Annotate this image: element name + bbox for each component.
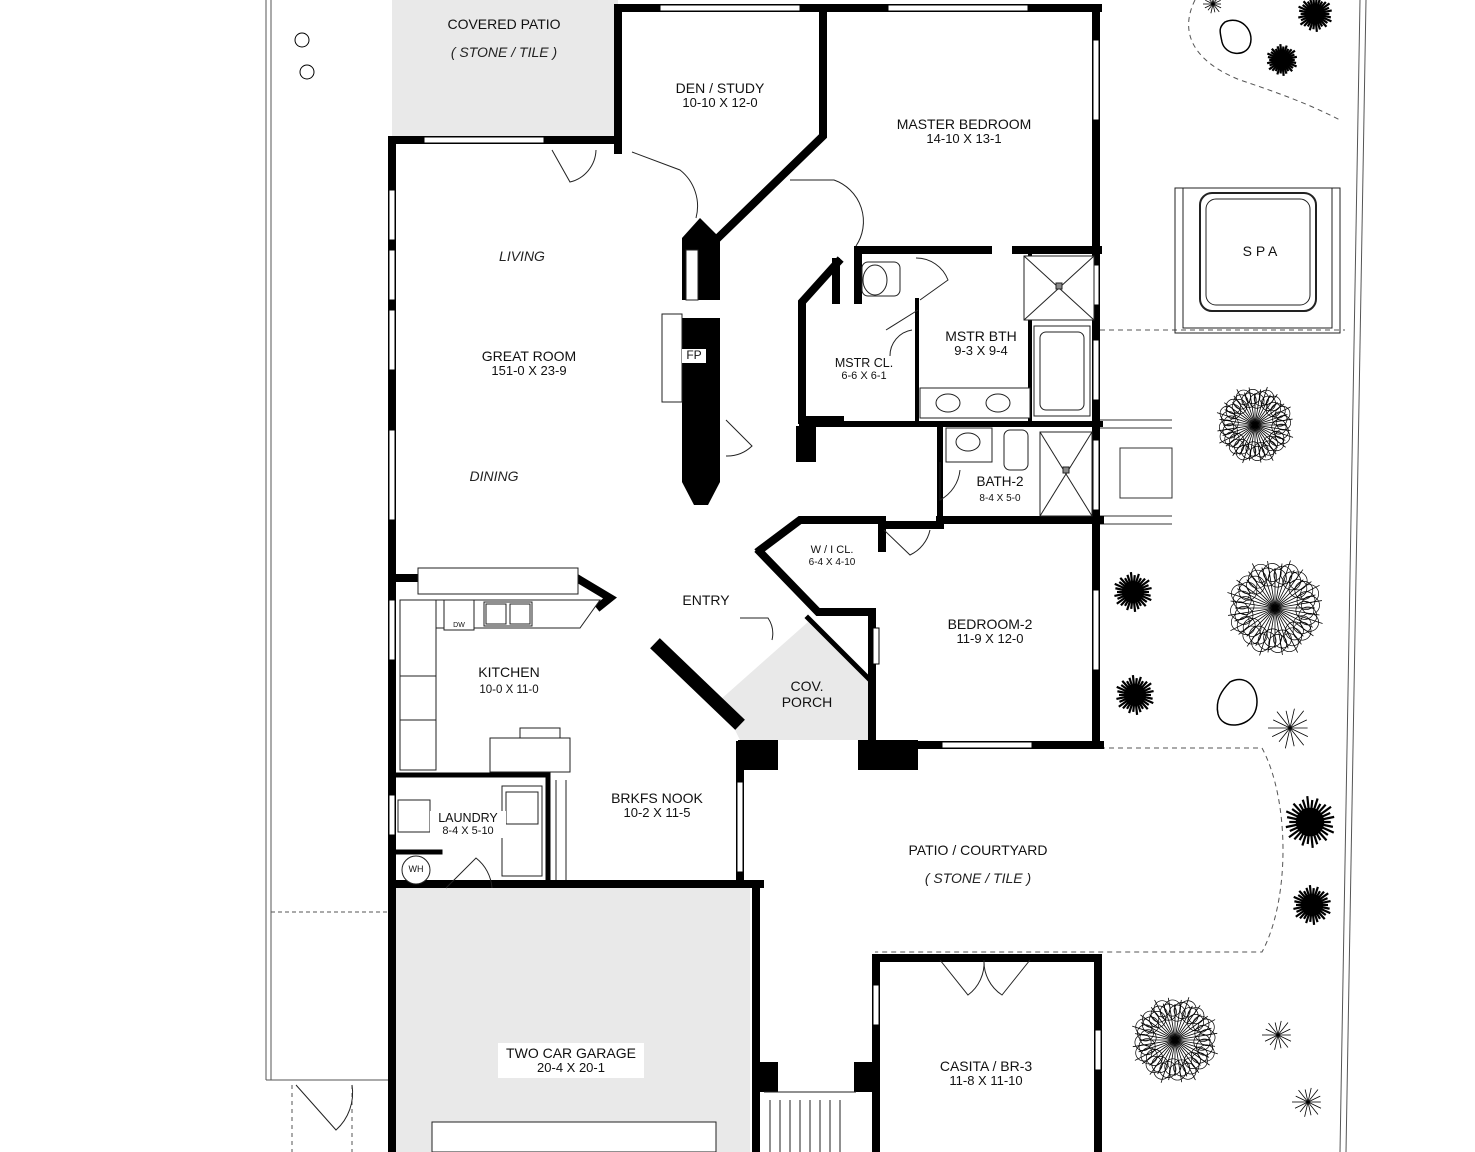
- walkin-closet-dims: 6-4 X 4-10: [808, 556, 856, 568]
- bath2-label: BATH-2 8-4 X 5-0: [962, 474, 1038, 504]
- patio-courtyard-label: PATIO / COURTYARD ( STONE / TILE ): [880, 842, 1076, 886]
- tree-symbol: [1298, 0, 1332, 33]
- master-bedroom-name: MASTER BEDROOM: [896, 116, 1032, 132]
- casita-label: CASITA / BR-3 11-8 X 11-10: [918, 1058, 1054, 1089]
- tree-symbol: [1266, 43, 1298, 77]
- covered-patio-name: COVERED PATIO: [447, 16, 561, 32]
- patio-courtyard-finish: ( STONE / TILE ): [924, 870, 1032, 887]
- breakfast-nook-dims: 10-2 X 11-5: [623, 805, 691, 821]
- dining-label: DINING: [452, 468, 536, 484]
- master-bath-name: MSTR BTH: [945, 328, 1017, 344]
- garage-dims: 20-4 X 20-1: [537, 1060, 605, 1076]
- exterior-pad: [1100, 419, 1173, 525]
- master-bedroom-label: MASTER BEDROOM 14-10 X 13-1: [870, 116, 1058, 147]
- fireplace-name: FP: [686, 348, 702, 362]
- tree-symbol: [1216, 386, 1294, 464]
- kitchen-label: KITCHEN 10-0 X 11-0: [464, 664, 554, 697]
- covered-porch-label: COV. PORCH: [768, 678, 846, 710]
- bath2-name: BATH-2: [976, 474, 1024, 489]
- windows: [388, 4, 1102, 1071]
- den-study-dims: 10-10 X 12-0: [682, 95, 758, 111]
- tree-symbol: [1262, 1020, 1292, 1050]
- covered-patio-finish: ( STONE / TILE ): [450, 44, 558, 61]
- garage-name: TWO CAR GARAGE: [506, 1045, 636, 1061]
- covered-porch-name2: PORCH: [781, 694, 833, 711]
- living-name: LIVING: [499, 248, 545, 264]
- breakfast-nook-label: BRKFS NOOK 10-2 X 11-5: [592, 790, 722, 821]
- breakfast-nook-name: BRKFS NOOK: [611, 790, 703, 806]
- den-study-name: DEN / STUDY: [675, 80, 765, 96]
- water-heater-label: WH: [404, 864, 428, 874]
- tree-symbol: [1292, 1087, 1322, 1117]
- master-closet-dims: 6-6 X 6-1: [841, 370, 887, 383]
- bath2-dims: 8-4 X 5-0: [979, 492, 1021, 504]
- tree-symbol: [1227, 560, 1323, 656]
- tree-symbol: [1293, 884, 1331, 926]
- great-room-label: GREAT ROOM 151-0 X 23-9: [458, 348, 600, 379]
- bedroom2-dims: 11-9 X 12-0: [956, 631, 1024, 647]
- laundry-name: LAUNDRY: [438, 811, 498, 825]
- living-label: LIVING: [480, 248, 564, 264]
- entry-label: ENTRY: [666, 592, 746, 608]
- spa: [1174, 187, 1341, 334]
- tree-symbol: [1116, 674, 1154, 716]
- great-room-dims: 151-0 X 23-9: [491, 363, 567, 379]
- fixtures: [397, 249, 1095, 1152]
- spa-label: S P A: [1220, 243, 1300, 259]
- tree-symbol: [1268, 708, 1309, 749]
- covered-patio-floor: [392, 0, 618, 138]
- covered-patio-label: COVERED PATIO ( STONE / TILE ): [420, 16, 588, 60]
- tree-symbol: [1203, 0, 1222, 14]
- paved-areas: [392, 0, 872, 1152]
- landscape: [294, 19, 1258, 726]
- entry-name: ENTRY: [682, 592, 730, 608]
- spa-name: S P A: [1242, 243, 1278, 259]
- laundry-label: LAUNDRY 8-4 X 5-10: [430, 811, 506, 839]
- patio-courtyard-name: PATIO / COURTYARD: [908, 842, 1048, 858]
- site-lines: [265, 0, 1367, 1152]
- master-closet-name: MSTR CL.: [834, 356, 894, 370]
- garage-floor: [393, 888, 750, 1152]
- tree-symbol: [1285, 796, 1335, 848]
- dishwasher-name: DW: [453, 622, 465, 629]
- wall-masses: [682, 218, 918, 1092]
- laundry-dims: 8-4 X 5-10: [442, 825, 494, 838]
- trees: [1114, 0, 1335, 1117]
- kitchen-dims: 10-0 X 11-0: [479, 684, 539, 697]
- walkin-closet-name: W / I CL.: [810, 544, 854, 556]
- fireplace-label: FP: [682, 348, 706, 363]
- kitchen-name: KITCHEN: [478, 664, 540, 680]
- master-bath-dims: 9-3 X 9-4: [954, 343, 1008, 359]
- casita-dims: 11-8 X 11-10: [949, 1073, 1023, 1089]
- master-bedroom-dims: 14-10 X 13-1: [926, 131, 1002, 147]
- water-heater-name: WH: [408, 864, 424, 874]
- den-study-label: DEN / STUDY 10-10 X 12-0: [650, 80, 790, 111]
- dining-name: DINING: [469, 468, 519, 484]
- dishwasher-label: DW: [448, 622, 470, 630]
- bedroom2-name: BEDROOM-2: [947, 616, 1033, 632]
- casita-name: CASITA / BR-3: [939, 1058, 1033, 1074]
- bedroom2-label: BEDROOM-2 11-9 X 12-0: [920, 616, 1060, 647]
- walkin-closet-label: W / I CL. 6-4 X 4-10: [796, 544, 868, 568]
- covered-porch-name: COV.: [790, 678, 824, 694]
- covered-porch-floor: [720, 622, 872, 740]
- doors: [295, 149, 1031, 1131]
- garage-label: TWO CAR GARAGE 20-4 X 20-1: [498, 1043, 644, 1079]
- tree-symbol: [1132, 997, 1218, 1083]
- great-room-name: GREAT ROOM: [481, 348, 577, 364]
- master-closet-label: MSTR CL. 6-6 X 6-1: [818, 356, 910, 383]
- tree-symbol: [1114, 571, 1152, 613]
- master-bath-label: MSTR BTH 9-3 X 9-4: [935, 328, 1027, 359]
